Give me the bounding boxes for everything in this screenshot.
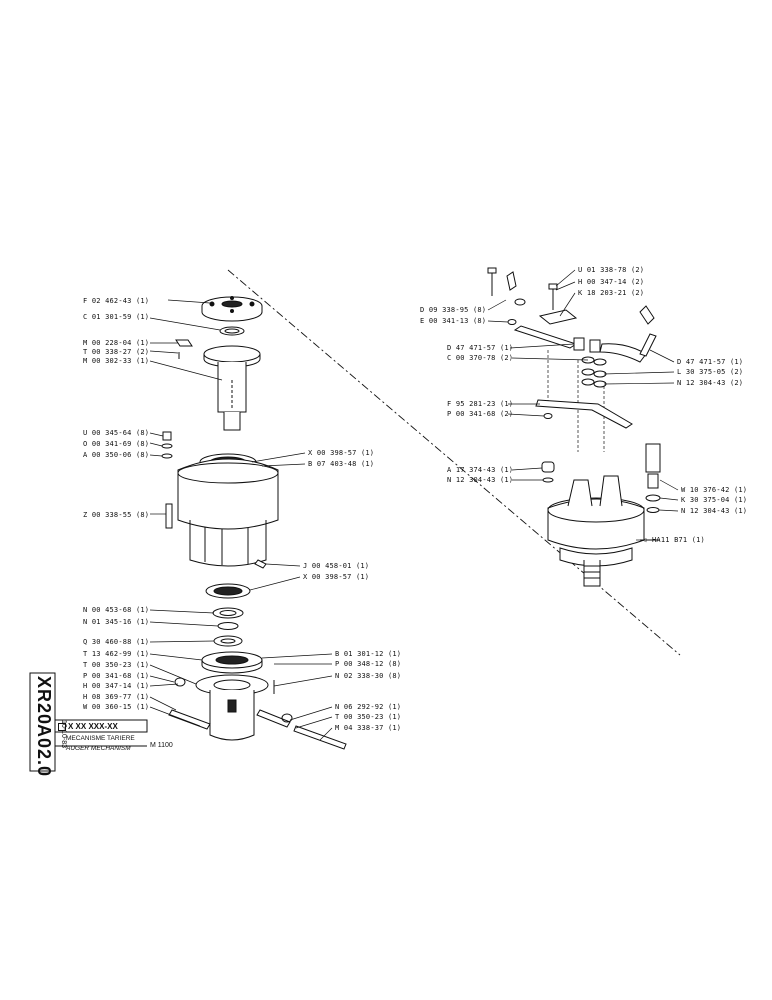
- part-label-gearbox: D 47 471-57 (1): [447, 344, 514, 352]
- part-label-gearbox: HA11 B71 (1): [652, 536, 705, 544]
- part-label-left: T 00 338-27 (2): [83, 348, 150, 356]
- part-label-auger-right: J 00 458-01 (1): [303, 562, 370, 570]
- part-label-left: Q 30 460-88 (1): [83, 638, 150, 646]
- part-label-auger-right: B 01 301-12 (1): [335, 650, 402, 658]
- part-label-gearbox: W 10 376-42 (1): [681, 486, 748, 494]
- part-label-gearbox: K 30 375-04 (1): [681, 496, 748, 504]
- part-label-auger-right: X 00 398-57 (1): [308, 449, 375, 457]
- part-label-left: T 13 462-99 (1): [83, 650, 150, 658]
- part-label-gearbox: N 12 304-43 (1): [447, 476, 514, 484]
- part-label-left: N 00 453-68 (1): [83, 606, 150, 614]
- model-vertical-label: XR20: [34, 676, 54, 726]
- leader-lines-left: [149, 299, 223, 727]
- part-label-auger-right: M 04 338-37 (1): [335, 724, 402, 732]
- part-label-left: O 00 341-69 (8): [83, 440, 150, 448]
- part-label-auger-right: P 00 348-12 (8): [335, 660, 402, 668]
- part-label-left: W 00 360-15 (1): [83, 703, 150, 711]
- part-label-left: F 02 462-43 (1): [83, 297, 150, 305]
- part-label-left: H 00 347-14 (1): [83, 682, 150, 690]
- part-label-left: C 01 301-59 (1): [83, 313, 150, 321]
- part-label-left: M 00 228-04 (1): [83, 339, 150, 347]
- gearbox-assembly: [487, 267, 661, 587]
- part-label-left: M 00 302-33 (1): [83, 357, 150, 365]
- title-en-label: AUGER MECHANISM: [66, 745, 131, 752]
- part-label-gearbox: E 00 341-13 (8): [420, 317, 487, 325]
- part-label-gearbox: L 30 375-05 (2): [677, 368, 744, 376]
- part-label-auger-right: N 06 292-92 (1): [335, 703, 402, 711]
- part-label-auger-right: T 00 350-23 (1): [335, 713, 402, 721]
- divider-dashdot-line: [227, 269, 681, 656]
- part-label-left: P 00 341-68 (1): [83, 672, 150, 680]
- part-label-left: T 00 350-23 (1): [83, 661, 150, 669]
- ref-code-text: X XX XXX-XX: [68, 722, 118, 731]
- auger-assembly: [161, 296, 347, 750]
- leader-lines-auger-right: [249, 452, 333, 741]
- part-label-left: H 08 369-77 (1): [83, 693, 150, 701]
- part-label-left: A 00 350-06 (8): [83, 451, 150, 459]
- title-block-frame: [29, 672, 148, 772]
- part-label-gearbox: P 00 341-68 (2): [447, 410, 514, 418]
- part-label-gearbox: N 12 304-43 (1): [681, 507, 748, 515]
- part-label-left: Z 00 338-55 (8): [83, 511, 150, 519]
- sheet-vertical-label: A02.0: [34, 724, 54, 778]
- machine-label: M 1100: [150, 742, 173, 749]
- title-fr-label: MECANISME TARIERE: [66, 735, 135, 742]
- part-label-gearbox: D 47 471-57 (1): [677, 358, 744, 366]
- part-label-gearbox: U 01 338-78 (2): [578, 266, 645, 274]
- part-label-gearbox: H 00 347-14 (2): [578, 278, 645, 286]
- part-label-auger-right: B 07 403-48 (1): [308, 460, 375, 468]
- part-label-gearbox: K 18 203-21 (2): [578, 289, 645, 297]
- arrow-marker-icon: ◁: [642, 536, 647, 544]
- part-label-gearbox: N 12 304-43 (2): [677, 379, 744, 387]
- part-label-gearbox: F 95 281-23 (1): [447, 400, 514, 408]
- part-label-auger-right: N 02 338-30 (8): [335, 672, 402, 680]
- ref-code-box: [58, 723, 66, 731]
- part-label-left: U 00 345-64 (8): [83, 429, 150, 437]
- part-label-auger-right: X 00 398-57 (1): [303, 573, 370, 581]
- ref-code-label: X XX XXX-XX: [68, 722, 118, 731]
- part-label-gearbox: A 17 374-43 (1): [447, 466, 514, 474]
- part-label-left: N 01 345-16 (1): [83, 618, 150, 626]
- leader-lines-gearbox: [487, 269, 679, 541]
- part-label-gearbox: D 09 338-95 (8): [420, 306, 487, 314]
- part-label-gearbox: C 00 370-78 (2): [447, 354, 514, 362]
